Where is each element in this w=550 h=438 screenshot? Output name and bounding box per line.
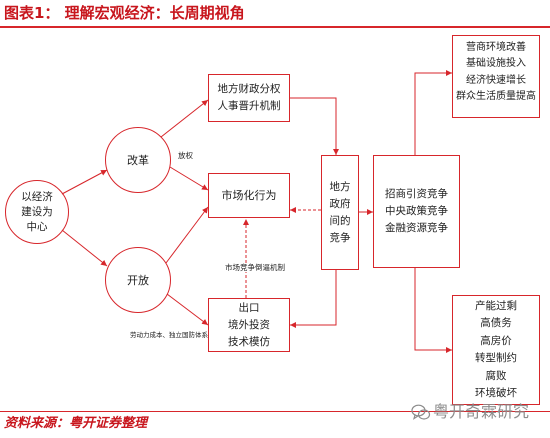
title-rule <box>0 26 550 28</box>
node-export-investment: 出口 境外投资 技术模仿 <box>208 298 290 352</box>
node-market-behavior: 市场化行为 <box>208 173 290 218</box>
node-economic-construction: 以经济 建设为 中心 <box>5 180 69 244</box>
node-line: 营商环境改善 <box>466 41 526 53</box>
node-line: 政府 <box>329 197 351 210</box>
node-line: 中心 <box>26 220 48 233</box>
arrow-center-to-opening <box>61 229 108 267</box>
wechat-icon <box>411 404 431 420</box>
node-line: 建设为 <box>21 205 53 218</box>
footer-rule <box>0 411 550 412</box>
node-line: 高房价 <box>480 334 512 347</box>
node-line: 高债务 <box>480 317 512 329</box>
arrow-local-to-export <box>290 270 337 328</box>
source-note: 资料来源：粤开证券整理 <box>4 416 148 431</box>
node-line: 产能过剩 <box>475 299 517 312</box>
node-line: 地方 <box>329 180 351 193</box>
edge-label-cost-defense: 劳动力成本、独立国防体系 <box>130 331 208 339</box>
node-line: 间的 <box>329 214 351 227</box>
edge-label-decentralization: 放权 <box>178 151 193 160</box>
arrow-opening-to-market <box>165 206 209 264</box>
arrow-types-to-positive <box>414 70 452 155</box>
node-line: 竞争 <box>329 231 351 244</box>
node-negative-outcomes: 产能过剩 高债务 高房价 转型制约 腐败 环境破坏 <box>452 295 540 405</box>
node-line: 腐败 <box>485 369 507 382</box>
arrow-opening-to-export <box>166 293 209 326</box>
arrow-reform-to-market <box>169 166 209 191</box>
node-line: 技术模仿 <box>228 335 270 348</box>
node-positive-outcomes: 营商环境改善 基础设施投入 经济快速增长 群众生活质量提高 <box>452 35 540 118</box>
node-label: 改革 <box>127 153 149 167</box>
node-label: 开放 <box>127 273 149 287</box>
arrow-fiscal-to-local <box>290 97 339 155</box>
edge-label-market-pressure: 市场竞争倒逼机制 <box>224 263 286 272</box>
watermark-text: 粤开奇霖研究 <box>433 402 530 421</box>
node-competition-types: 招商引资竞争 中央政策竞争 金融资源竞争 <box>373 155 460 268</box>
node-local-government-competition: 地方 政府 间的 竞争 <box>321 155 359 270</box>
node-line: 经济快速增长 <box>466 74 526 86</box>
figure-title: 图表1： 理解宏观经济：长周期视角 <box>4 4 245 22</box>
node-line: 以经济 <box>21 190 53 203</box>
arrow-types-to-negative <box>414 268 452 353</box>
node-line: 转型制约 <box>475 352 517 364</box>
arrow-center-to-reform <box>61 169 108 195</box>
node-line: 中央政策竞争 <box>385 205 448 217</box>
watermark: 粤开奇霖研究 <box>411 403 529 421</box>
node-line: 境外投资 <box>228 318 270 331</box>
node-line: 环境破坏 <box>475 387 517 399</box>
node-line: 地方财政分权 <box>217 83 281 95</box>
node-line: 人事晋升机制 <box>217 100 281 112</box>
node-label: 市场化行为 <box>221 189 277 202</box>
node-line: 群众生活质量提高 <box>456 91 536 102</box>
node-reform: 改革 <box>105 127 171 193</box>
node-line: 基础设施投入 <box>466 58 526 69</box>
node-line: 出口 <box>238 301 260 314</box>
node-line: 招商引资竞争 <box>385 188 448 200</box>
node-opening: 开放 <box>105 247 171 313</box>
node-fiscal-decentralization: 地方财政分权 人事晋升机制 <box>208 74 290 122</box>
arrow-reform-to-fiscal <box>160 99 209 138</box>
node-line: 金融资源竞争 <box>385 222 448 234</box>
